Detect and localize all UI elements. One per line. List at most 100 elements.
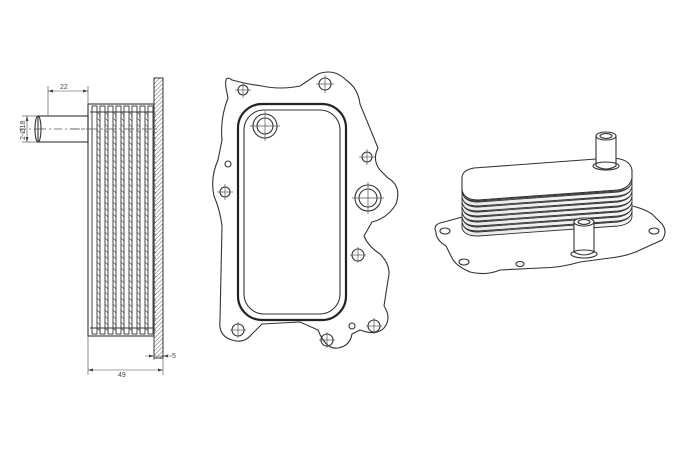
side-plate-rib — [128, 309, 133, 314]
side-plate-rib — [152, 165, 157, 170]
side-plate-rib — [144, 273, 149, 278]
side-plate-rib — [96, 195, 101, 200]
iso-fin — [461, 201, 633, 227]
side-plate-rib — [144, 177, 149, 182]
side-plate-rib — [152, 123, 157, 128]
side-plate-rib — [144, 321, 149, 326]
side-plate-rib — [136, 315, 141, 320]
side-plate-rib — [136, 117, 141, 122]
side-plate-rib — [152, 291, 157, 296]
side-plate-rib — [120, 279, 125, 284]
side-plate-rib — [152, 303, 157, 308]
side-plate-rib — [120, 291, 125, 296]
side-plate-rib — [96, 273, 101, 278]
side-plate-rib — [136, 225, 141, 230]
side-plate-rib — [144, 195, 149, 200]
side-plate-rib — [112, 153, 117, 158]
side-plate-rib — [120, 255, 125, 260]
side-plate-rib — [144, 297, 149, 302]
side-plate-rib — [136, 249, 141, 254]
side-plate-rib — [144, 291, 149, 296]
side-plate-rib — [120, 123, 125, 128]
side-plate-rib — [104, 201, 109, 206]
side-plate-rib — [120, 225, 125, 230]
side-plate-rib — [144, 243, 149, 248]
side-plate-rib — [152, 183, 157, 188]
side-plate-rib — [152, 315, 157, 320]
side-plate-rib — [112, 243, 117, 248]
side-plate-rib — [152, 279, 157, 284]
side-plate-rib — [104, 177, 109, 182]
iso-fin — [461, 211, 633, 237]
side-plate-rib — [152, 213, 157, 218]
side-plate-rib — [152, 267, 157, 272]
side-plate-rib — [104, 255, 109, 260]
side-plate-rib — [152, 309, 157, 314]
side-plate-rib — [152, 219, 157, 224]
side-plate-rib — [96, 315, 101, 320]
side-plate-rib — [120, 231, 125, 236]
side-plate-rib — [144, 279, 149, 284]
side-plate-rib — [144, 201, 149, 206]
side-plate-rib — [152, 147, 157, 152]
side-plate-rib — [128, 171, 133, 176]
side-plate-rib — [128, 135, 133, 140]
side-plate-rib — [104, 165, 109, 170]
side-plate-rib — [152, 117, 157, 122]
side-plate-rib — [128, 237, 133, 242]
side-plate-rib — [144, 171, 149, 176]
side-plate-rib — [128, 297, 133, 302]
side-plate-rib — [104, 267, 109, 272]
side-plate-rib — [128, 123, 133, 128]
side-plate-rib — [152, 153, 157, 158]
side-plate-rib — [112, 207, 117, 212]
side-plate-rib — [144, 225, 149, 230]
dim-flange-thickness: 5 — [145, 336, 176, 360]
side-plate-rib — [120, 309, 125, 314]
side-plate-rib — [128, 279, 133, 284]
side-plate-rib — [128, 303, 133, 308]
side-plate-rib — [112, 237, 117, 242]
side-plate-rib — [120, 213, 125, 218]
side-plate-rib — [112, 147, 117, 152]
iso-fin — [461, 206, 633, 232]
side-plate-rib — [120, 147, 125, 152]
side-plate-rib — [144, 135, 149, 140]
side-plate-rib — [136, 237, 141, 242]
side-plate-rib — [136, 165, 141, 170]
side-plate-rib — [104, 219, 109, 224]
side-plate-rib — [104, 141, 109, 146]
side-plate-rib — [136, 285, 141, 290]
side-plate-rib — [128, 117, 133, 122]
iso-fin — [461, 181, 633, 207]
side-plate-rib — [136, 123, 141, 128]
side-plate-rib — [120, 153, 125, 158]
side-plate-rib — [120, 249, 125, 254]
side-plate-rib — [152, 255, 157, 260]
side-plate-rib — [136, 303, 141, 308]
side-plate-rib — [104, 279, 109, 284]
side-plate-rib — [128, 195, 133, 200]
side-plate-rib — [128, 261, 133, 266]
side-plate-rib — [120, 201, 125, 206]
side-plate-rib — [120, 315, 125, 320]
side-plate-rib — [120, 285, 125, 290]
side-plate-rib — [120, 159, 125, 164]
side-plate-rib — [112, 195, 117, 200]
side-plate-rib — [128, 165, 133, 170]
side-plate-rib — [152, 273, 157, 278]
side-plate-rib — [136, 171, 141, 176]
side-plate-rib — [112, 315, 117, 320]
side-plate-rib — [136, 213, 141, 218]
side-plate-rib — [96, 267, 101, 272]
side-plate-rib — [120, 321, 125, 326]
side-plate-rib — [152, 159, 157, 164]
side-plate-rib — [136, 147, 141, 152]
side-plate-rib — [128, 147, 133, 152]
iso-top-plate — [461, 157, 633, 201]
side-plate-rib — [96, 171, 101, 176]
side-plate-rib — [144, 303, 149, 308]
side-plate-rib — [112, 135, 117, 140]
side-plate-rib — [136, 261, 141, 266]
side-plate-rib — [128, 189, 133, 194]
